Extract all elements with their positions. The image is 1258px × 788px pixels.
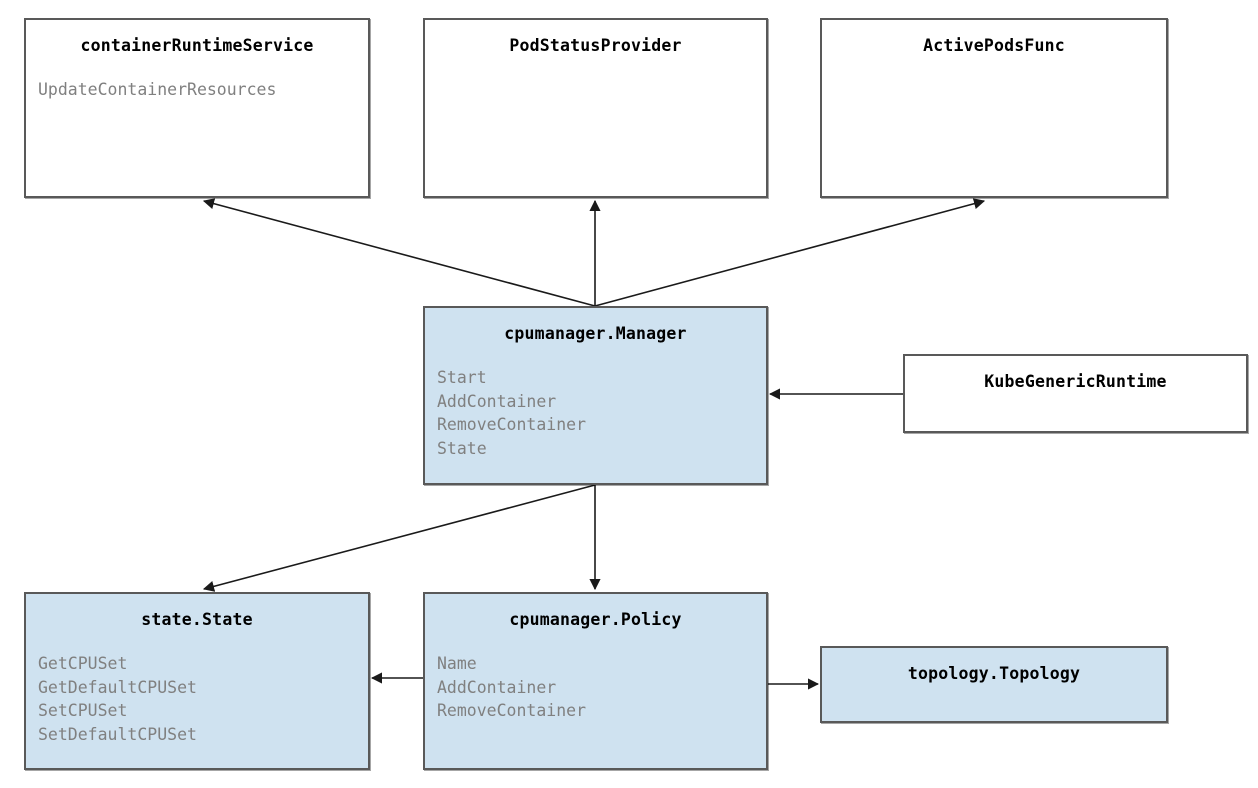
class-box-state-state[interactable]: state.State GetCPUSet GetDefaultCPUSet S…: [24, 592, 370, 770]
method-item: UpdateContainerResources: [38, 79, 277, 99]
class-methods-cpumanager-manager: Start AddContainer RemoveContainer State: [425, 366, 766, 461]
class-title-cpumanager-policy: cpumanager.Policy: [509, 610, 682, 629]
class-box-cpumanager-policy[interactable]: cpumanager.Policy Name AddContainer Remo…: [423, 592, 768, 770]
class-box-cpumanager-manager[interactable]: cpumanager.Manager Start AddContainer Re…: [423, 306, 768, 485]
class-box-containerruntimeservice[interactable]: containerRuntimeService UpdateContainerR…: [24, 18, 370, 198]
class-title-activepodsfunc: ActivePodsFunc: [923, 36, 1065, 55]
method-item: AddContainer: [437, 677, 557, 697]
class-title-containerruntimeservice: containerRuntimeService: [80, 36, 314, 55]
method-item: Start: [437, 367, 487, 387]
method-item: RemoveContainer: [437, 415, 587, 435]
method-item: SetCPUSet: [38, 701, 128, 721]
class-title-kubegenericruntime: KubeGenericRuntime: [984, 372, 1167, 391]
class-box-topology-topology[interactable]: topology.Topology: [820, 646, 1168, 723]
edge-manager-to-activepodsfunc: [594, 198, 986, 307]
class-title-podstatusprovider: PodStatusProvider: [509, 36, 682, 55]
class-box-kubegenericruntime[interactable]: KubeGenericRuntime: [903, 354, 1248, 433]
class-methods-cpumanager-policy: Name AddContainer RemoveContainer: [425, 652, 766, 723]
method-item: State: [437, 439, 487, 459]
class-methods-state-state: GetCPUSet GetDefaultCPUSet SetCPUSet Set…: [26, 652, 368, 747]
class-methods-containerruntimeservice: UpdateContainerResources: [26, 78, 368, 102]
class-box-podstatusprovider[interactable]: PodStatusProvider: [423, 18, 768, 198]
method-item: GetDefaultCPUSet: [38, 677, 197, 697]
method-item: GetCPUSet: [38, 653, 128, 673]
method-item: SetDefaultCPUSet: [38, 725, 197, 745]
class-box-activepodsfunc[interactable]: ActivePodsFunc: [820, 18, 1168, 198]
class-title-topology-topology: topology.Topology: [907, 664, 1081, 683]
method-item: RemoveContainer: [437, 701, 587, 721]
edge-manager-to-containerruntimeservice: [202, 198, 596, 307]
method-item: AddContainer: [437, 391, 557, 411]
class-title-state-state: state.State: [141, 610, 253, 629]
edge-manager-to-state: [202, 484, 596, 592]
class-title-cpumanager-manager: cpumanager.Manager: [504, 324, 687, 343]
method-item: Name: [437, 653, 477, 673]
